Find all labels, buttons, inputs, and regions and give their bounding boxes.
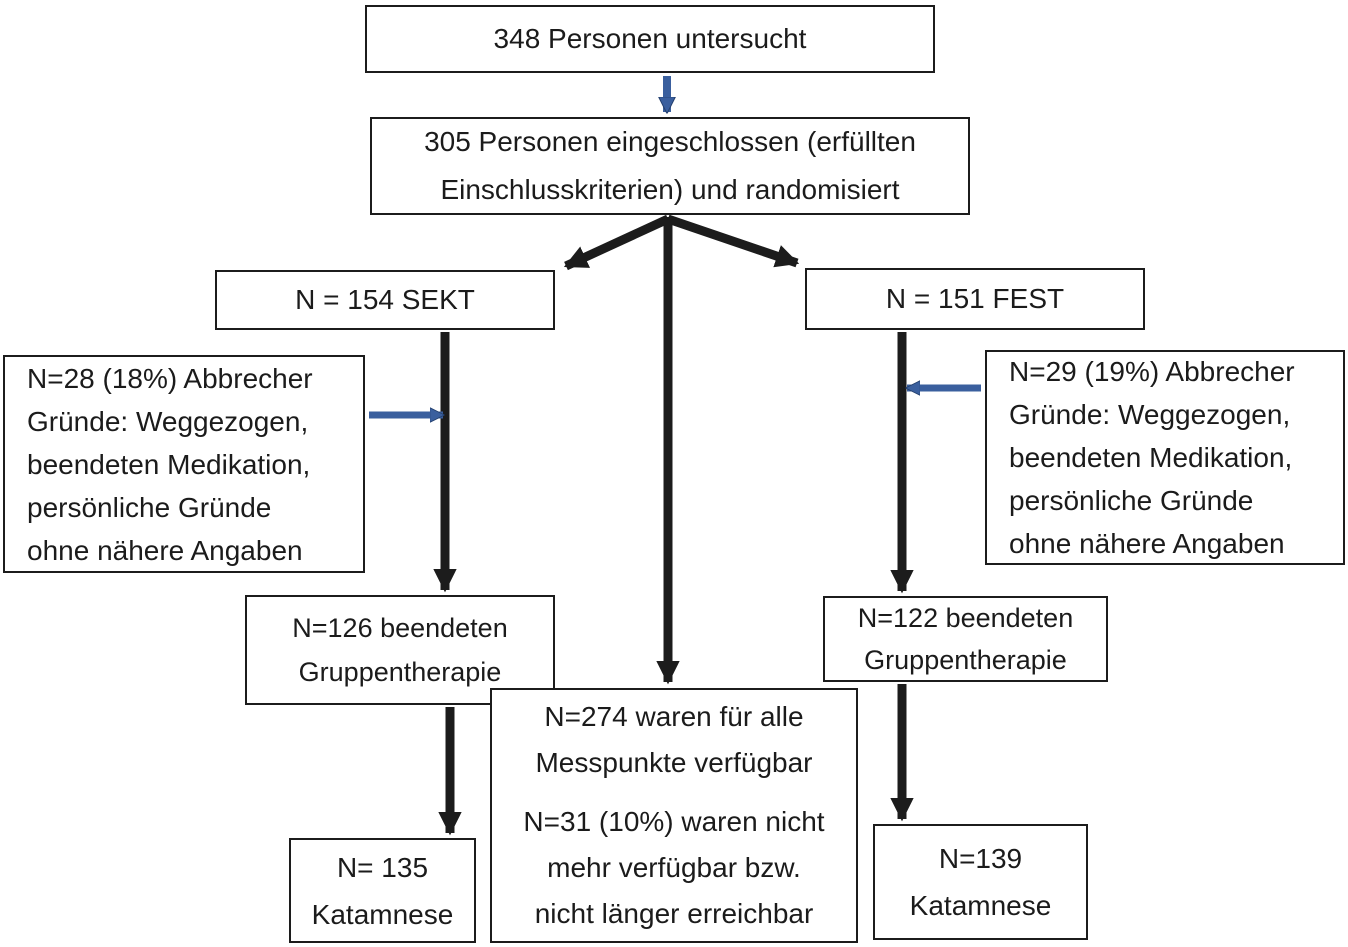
node-randomized-text: 305 Personen eingeschlossen (erfüllten	[424, 126, 916, 157]
node-randomized-text: Einschlusskriterien) und randomisiert	[440, 174, 900, 205]
node-dropout-fest: N=29 (19%) Abbrecher Gründe: Weggezogen,…	[985, 350, 1345, 565]
node-dropout-fest-text: Gründe: Weggezogen,	[1009, 399, 1291, 430]
node-dropout-sekt: N=28 (18%) Abbrecher Gründe: Weggezogen,…	[3, 355, 365, 573]
node-completed-sekt-text: N=126 beendeten	[292, 613, 508, 643]
node-dropout-sekt-text: beendeten Medikation,	[27, 448, 311, 480]
node-availability-text: N=274 waren für alle	[544, 701, 804, 732]
node-completed-fest-text: N=122 beendeten	[857, 603, 1074, 633]
node-availability-text: Messpunkte verfügbar	[535, 747, 813, 778]
node-availability: N=274 waren für alle Messpunkte verfügba…	[490, 688, 858, 943]
node-sekt-text: N = 154 SEKT	[295, 284, 475, 315]
node-examined-text: 348 Personen untersucht	[493, 23, 807, 54]
node-completed-sekt: N=126 beendeten Gruppentherapie	[245, 595, 555, 705]
node-availability-text: nicht länger erreichbar	[534, 898, 814, 929]
node-fest-group: N = 151 FEST	[805, 268, 1145, 330]
edge-randomized-to-fest	[666, 214, 800, 268]
node-katamnese-sekt-text: N= 135	[336, 851, 429, 883]
node-completed-fest: N=122 beendeten Gruppentherapie	[823, 596, 1108, 682]
node-randomized: 305 Personen eingeschlossen (erfüllten E…	[370, 117, 970, 215]
node-dropout-fest-text: N=29 (19%) Abbrecher	[1009, 356, 1295, 387]
node-fest-text: N = 151 FEST	[885, 283, 1065, 314]
node-dropout-sekt-text: Gründe: Weggezogen,	[27, 405, 309, 437]
node-examined: 348 Personen untersucht	[365, 5, 935, 73]
edge-randomized-to-sekt	[563, 214, 670, 271]
node-sekt-group: N = 154 SEKT	[215, 270, 555, 330]
node-katamnese-sekt-text: Katamnese	[311, 898, 454, 930]
node-katamnese-fest-text: Katamnese	[909, 890, 1052, 921]
node-dropout-sekt-text: persönliche Gründe	[27, 491, 272, 523]
node-completed-sekt-text: Gruppentherapie	[298, 657, 502, 687]
node-dropout-fest-text: beendeten Medikation,	[1009, 442, 1293, 473]
node-katamnese-fest: N=139 Katamnese	[873, 824, 1088, 940]
node-availability-text: N=31 (10%) waren nicht	[523, 806, 825, 837]
node-dropout-fest-text: ohne nähere Angaben	[1009, 528, 1285, 559]
node-dropout-fest-text: persönliche Gründe	[1009, 485, 1254, 516]
availability-paragraph: N=274 waren für alle Messpunkte verfügba…	[535, 694, 812, 786]
node-completed-fest-text: Gruppentherapie	[864, 645, 1067, 675]
node-dropout-sekt-text: ohne nähere Angaben	[27, 534, 303, 566]
node-availability-text: mehr verfügbar bzw.	[547, 852, 801, 883]
node-katamnese-fest-text: N=139	[938, 843, 1023, 874]
availability-paragraph: N=31 (10%) waren nicht mehr verfügbar bz…	[523, 799, 824, 937]
node-katamnese-sekt: N= 135 Katamnese	[289, 838, 476, 943]
node-dropout-sekt-text: N=28 (18%) Abbrecher	[27, 362, 313, 394]
